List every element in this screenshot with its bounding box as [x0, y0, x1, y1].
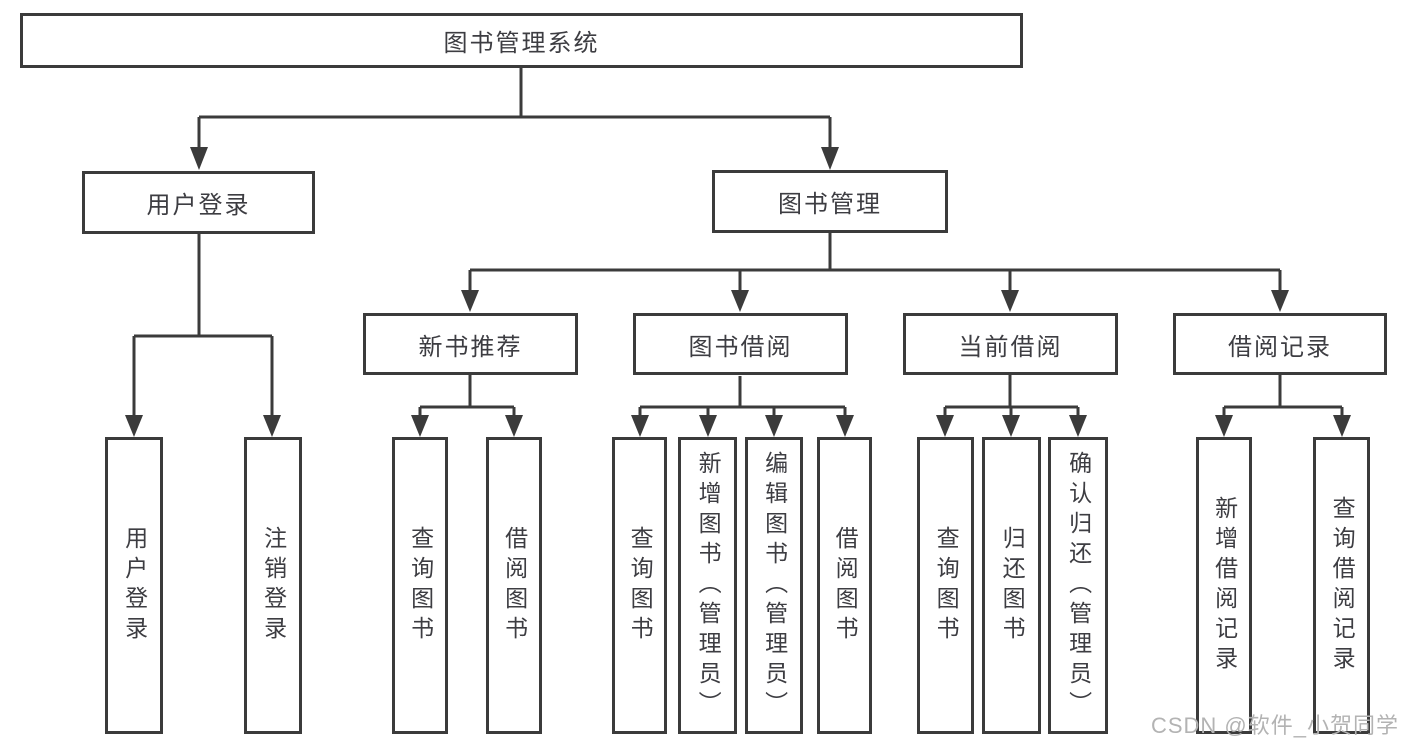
node-leaf-borrow-query: 查询图书 [612, 437, 667, 734]
node-leaf-newbook-query: 查询图书 [392, 437, 448, 734]
node-leaf-user-login: 用户登录 [105, 437, 163, 734]
node-leaf-current-return: 归还图书 [982, 437, 1041, 734]
node-leaf-borrow-edit-admin: 编辑图书（管理员） [745, 437, 803, 734]
node-user-login: 用户登录 [82, 171, 315, 234]
node-leaf-record-query: 查询借阅记录 [1313, 437, 1370, 734]
node-leaf-borrow-book: 借阅图书 [817, 437, 872, 734]
node-leaf-current-query: 查询图书 [917, 437, 974, 734]
node-leaf-newbook-borrow: 借阅图书 [486, 437, 542, 734]
node-book-borrow: 图书借阅 [633, 313, 848, 375]
node-leaf-record-add: 新增借阅记录 [1196, 437, 1252, 734]
watermark-text: CSDN @软件_小贺同学 [1150, 713, 1399, 738]
node-book-management: 图书管理 [712, 170, 948, 233]
node-root: 图书管理系统 [20, 13, 1023, 68]
arrowheads [125, 147, 1351, 437]
node-new-book-recommend: 新书推荐 [363, 313, 578, 375]
node-current-borrow: 当前借阅 [903, 313, 1118, 375]
node-leaf-borrow-add-admin: 新增图书（管理员） [678, 437, 737, 734]
node-leaf-logout: 注销登录 [244, 437, 302, 734]
node-leaf-confirm-return-admin: 确认归还（管理员） [1048, 437, 1108, 734]
node-borrow-record: 借阅记录 [1173, 313, 1387, 375]
